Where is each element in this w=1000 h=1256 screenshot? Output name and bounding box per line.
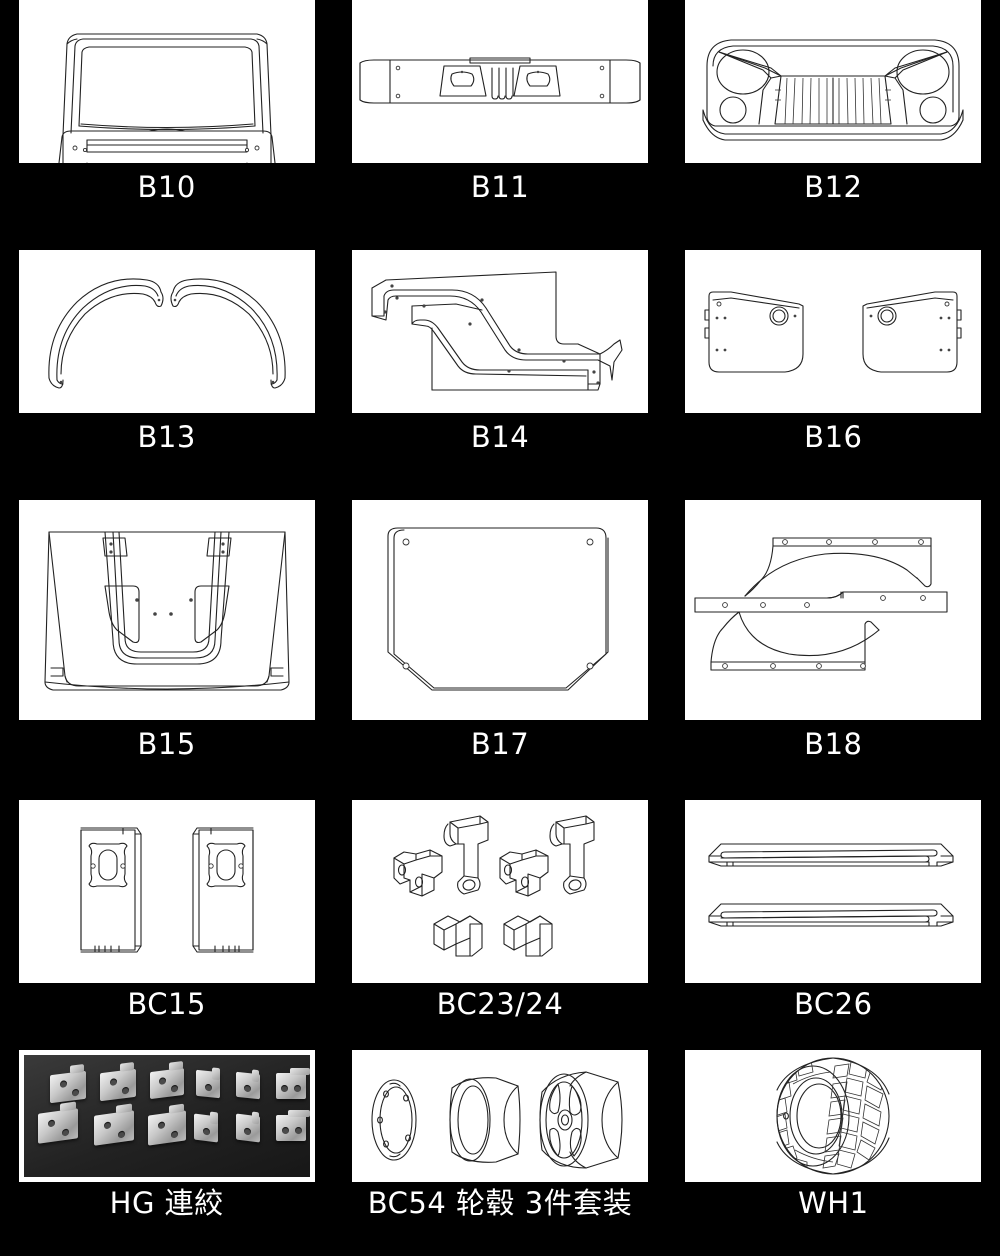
hinge-part: [195, 1067, 220, 1099]
catalog-item-bc26[interactable]: BC26: [667, 800, 1000, 1050]
catalog-item-b17[interactable]: B17: [333, 500, 666, 800]
catalog-item-bc15[interactable]: BC15: [0, 800, 333, 1050]
front-bumper-drawing: [359, 57, 641, 104]
part-label-bc26: BC26: [794, 987, 873, 1021]
catalog-item-b12[interactable]: B12: [667, 0, 1000, 250]
hood-drawing: [44, 531, 290, 691]
hinge-part: [235, 1069, 260, 1100]
hinge-part: [235, 1111, 260, 1143]
part-label-b17: B17: [470, 727, 530, 761]
bracket-pair-drawing: [80, 827, 254, 953]
catalog-item-b13[interactable]: B13: [0, 250, 333, 500]
part-label-wh1: WH1: [798, 1186, 869, 1220]
hinge-part: [93, 1103, 134, 1146]
body-side-panel-drawing: [371, 271, 623, 391]
part-image-wh1[interactable]: [685, 1050, 982, 1182]
catalog-item-b14[interactable]: B14: [333, 250, 666, 500]
hinge-part: [49, 1064, 86, 1104]
catalog-item-wh1[interactable]: WH1: [667, 1050, 1000, 1246]
inner-fender-rails-drawing: [694, 537, 948, 671]
hinge-part: [99, 1062, 136, 1102]
wheel-hub-three-piece-drawing: [371, 1071, 623, 1169]
catalog-item-hg[interactable]: HG 連絞: [0, 1050, 333, 1246]
part-image-b13[interactable]: [18, 250, 315, 413]
catalog-item-b15[interactable]: B15: [0, 500, 333, 800]
hinge-part: [275, 1068, 310, 1099]
part-label-b18: B18: [804, 727, 863, 761]
hinge-part: [149, 1061, 184, 1100]
part-image-bc23-24[interactable]: [351, 800, 648, 983]
part-image-b10[interactable]: [18, 0, 315, 163]
catalog-item-bc54[interactable]: BC54 轮毂 3件套装: [333, 1050, 666, 1246]
part-image-b12[interactable]: [685, 0, 982, 163]
catalog-item-b16[interactable]: B16: [667, 250, 1000, 500]
part-image-b14[interactable]: [351, 250, 648, 413]
part-label-bc23-24: BC23/24: [436, 987, 564, 1021]
part-image-b11[interactable]: [351, 0, 648, 163]
part-label-b16: B16: [804, 420, 863, 454]
part-label-b10: B10: [137, 170, 196, 204]
part-label-b12: B12: [804, 170, 863, 204]
side-step-pair-drawing: [708, 843, 954, 927]
hinge-part: [147, 1103, 186, 1146]
hinge-part: [37, 1101, 78, 1144]
part-image-bc54[interactable]: [351, 1050, 648, 1182]
off-road-tire-drawing: [776, 1057, 890, 1175]
part-label-b11: B11: [470, 170, 530, 204]
part-label-b13: B13: [137, 420, 196, 454]
roof-panel-drawing: [387, 527, 609, 691]
fender-flare-pair-drawing: [48, 278, 286, 389]
catalog-item-b11[interactable]: B11: [333, 0, 666, 250]
part-image-b16[interactable]: [685, 250, 982, 413]
hinge-part: [275, 1110, 310, 1141]
part-image-b18[interactable]: [685, 500, 982, 720]
part-image-bc15[interactable]: [18, 800, 315, 983]
part-image-b15[interactable]: [18, 500, 315, 720]
door-panel-pair-drawing: [704, 291, 962, 373]
catalog-item-b18[interactable]: B18: [667, 500, 1000, 800]
hinge-photo: [23, 1055, 310, 1177]
part-label-b14: B14: [470, 420, 530, 454]
catalog-item-bc23-24[interactable]: BC23/24: [333, 800, 666, 1050]
part-image-bc26[interactable]: [685, 800, 982, 983]
part-label-hg: HG 連絞: [109, 1186, 224, 1220]
windshield-frame-drawing: [58, 33, 276, 163]
catalog-item-b10[interactable]: B10: [0, 0, 333, 250]
part-label-b15: B15: [137, 727, 196, 761]
part-image-hg[interactable]: [18, 1050, 315, 1182]
part-label-bc15: BC15: [127, 987, 206, 1021]
hinge-part: [193, 1111, 218, 1143]
part-image-b17[interactable]: [351, 500, 648, 720]
front-grille-drawing: [702, 39, 964, 141]
suspension-knuckle-set-drawing: [393, 815, 595, 957]
part-label-bc54: BC54 轮毂 3件套装: [367, 1186, 633, 1220]
